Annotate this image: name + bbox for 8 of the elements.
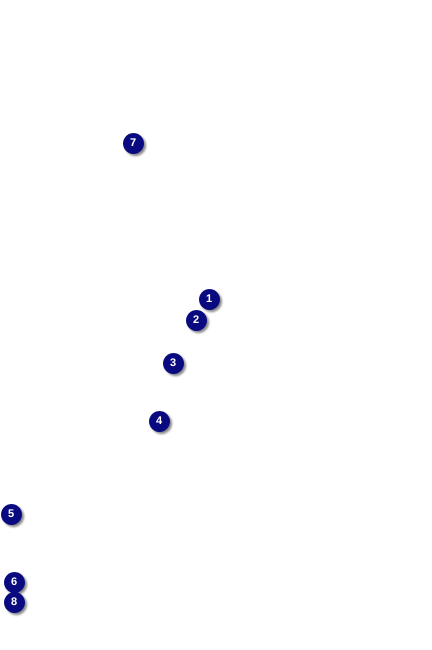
callout-number: 4 — [148, 410, 170, 432]
callout-number: 5 — [0, 504, 22, 524]
callout-number: 7 — [122, 132, 144, 154]
callout-number: 1 — [198, 288, 220, 310]
callout-number: 8 — [4, 592, 24, 612]
callout-number: 6 — [4, 572, 24, 592]
callout-number: 3 — [162, 352, 184, 374]
callout-number: 2 — [186, 310, 206, 330]
